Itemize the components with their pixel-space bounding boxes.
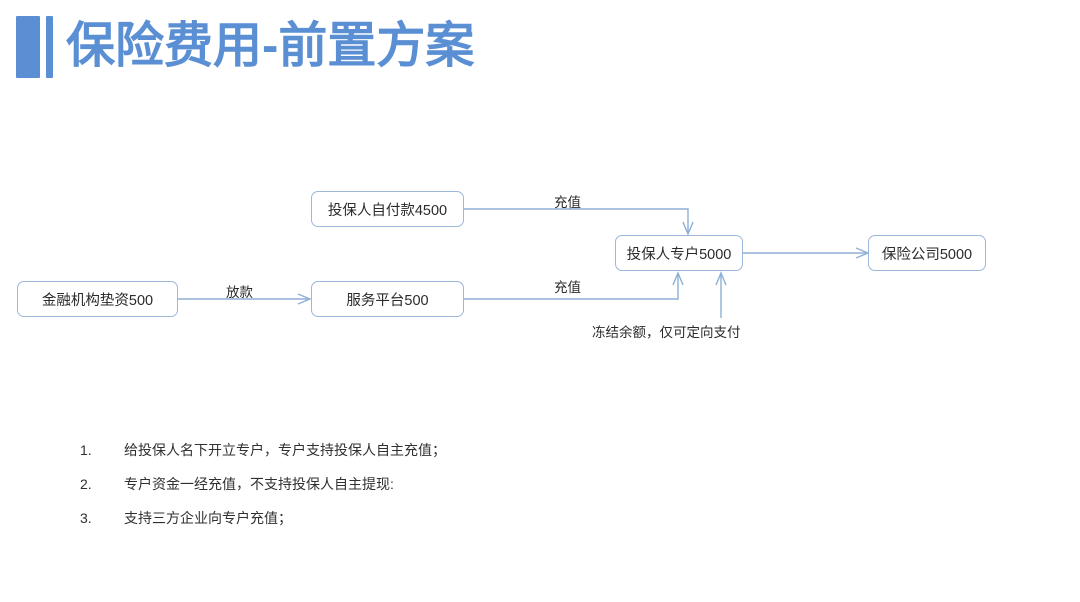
arrowhead-account-to-insurer [855, 247, 870, 259]
node-finance-institution[interactable]: 金融机构垫资500 [17, 281, 178, 317]
edge-selfpay-to-account [464, 208, 689, 232]
list-item-number: 3. [80, 510, 92, 526]
node-service-platform[interactable]: 服务平台500 [311, 281, 464, 317]
arrowhead-selfpay-to-account [682, 221, 694, 236]
list-item-text: 给投保人名下开立专户，专户支持投保人自主充值； [124, 442, 446, 458]
list-item-text: 专户资金一经充值，不支持投保人自主提现: [124, 476, 394, 492]
list-item-text: 支持三方企业向专户充值； [124, 510, 292, 526]
node-policyholder-account[interactable]: 投保人专户5000 [615, 235, 743, 271]
title-accent-bar-wide [16, 16, 40, 78]
edge-label-frozen-balance: 冻结余额，仅可定向支付 [592, 325, 741, 340]
node-policyholder-selfpay[interactable]: 投保人自付款4500 [311, 191, 464, 227]
arrowhead-finance-to-platform [297, 293, 312, 305]
list-item: 3. 支持三方企业向专户充值； [80, 508, 640, 528]
title-accent-bar-thin [46, 16, 53, 78]
edge-label-fangkuan: 放款 [226, 285, 253, 300]
list-item-number: 2. [80, 476, 92, 492]
edge-label-chongzhi-bottom: 充值 [554, 280, 581, 295]
list-item: 1. 给投保人名下开立专户，专户支持投保人自主充值； [80, 440, 640, 460]
edge-label-chongzhi-top: 充值 [554, 195, 581, 210]
notes-list: 1. 给投保人名下开立专户，专户支持投保人自主充值； 2. 专户资金一经充值，不… [80, 440, 640, 542]
arrowhead-platform-to-account [672, 271, 684, 286]
arrowhead-frozen-to-account [715, 271, 727, 286]
page-title: 保险费用-前置方案 [66, 19, 475, 73]
list-item: 2. 专户资金一经充值，不支持投保人自主提现: [80, 474, 640, 494]
node-insurance-company[interactable]: 保险公司5000 [868, 235, 986, 271]
list-item-number: 1. [80, 442, 92, 458]
